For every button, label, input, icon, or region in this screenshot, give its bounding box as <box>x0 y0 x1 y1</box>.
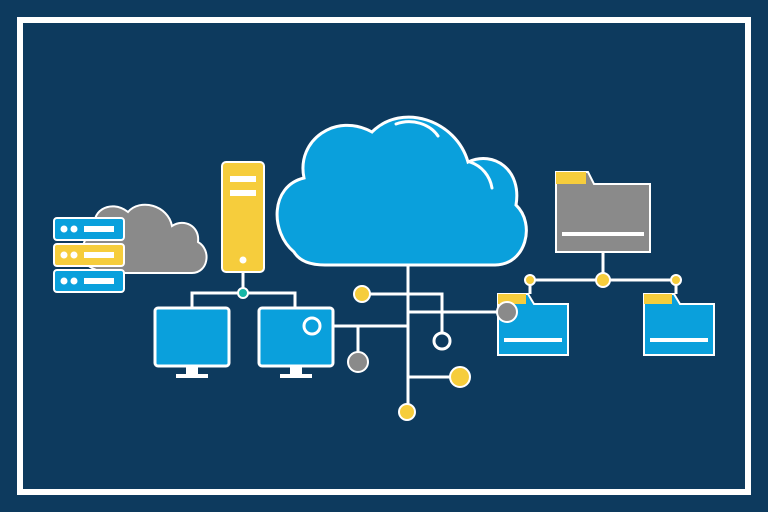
node-dot <box>302 316 322 336</box>
node-dot <box>496 301 518 323</box>
node-dot <box>524 274 536 286</box>
node-dot <box>670 274 682 286</box>
cloud-icon <box>275 115 528 267</box>
frame-border <box>17 17 751 495</box>
node-dot <box>595 272 611 288</box>
node-dot <box>449 366 471 388</box>
node-dot <box>237 287 249 299</box>
node-dot <box>353 285 371 303</box>
node-dot <box>432 331 452 351</box>
node-dot <box>347 351 369 373</box>
network-nodes <box>237 272 682 421</box>
folder-icon <box>643 293 715 356</box>
desktop-monitor-icon <box>153 306 231 378</box>
tower-server-icon <box>221 161 265 273</box>
server-rack-icon <box>53 217 125 293</box>
folder-icon <box>555 171 651 253</box>
node-dot <box>398 403 416 421</box>
desktop-monitor-icon <box>257 306 335 378</box>
